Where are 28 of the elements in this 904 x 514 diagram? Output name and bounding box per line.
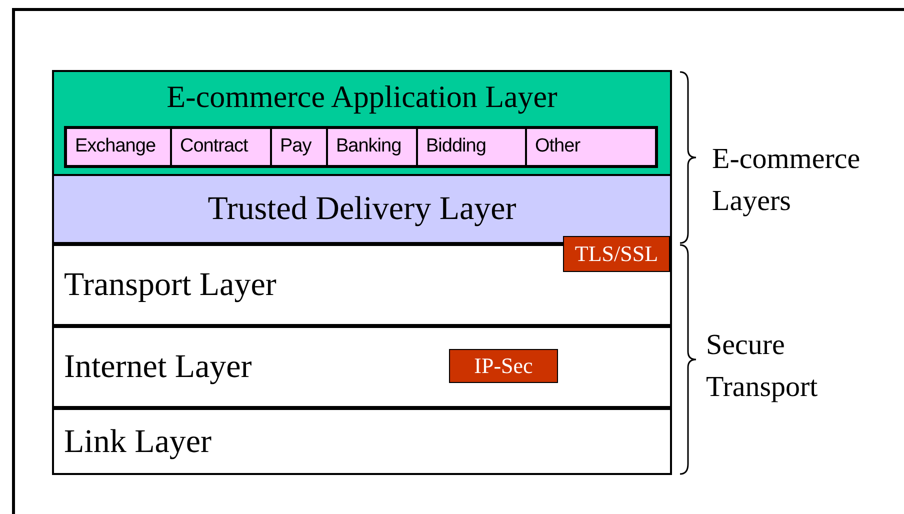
protocol-name: Bidding <box>426 136 486 158</box>
protocol-cell <box>418 126 527 168</box>
group-label: E-commerce Layers <box>712 142 862 220</box>
protocol-name: Exchange <box>75 136 156 158</box>
protocol-cell <box>328 126 418 168</box>
protocol-tag <box>563 236 670 272</box>
layer-name: Internet Layer <box>64 348 252 386</box>
layer-band <box>52 174 672 244</box>
protocol-name: Other <box>535 136 580 158</box>
protocol-name: Pay <box>280 136 312 158</box>
protocol-name: TLS/SSL <box>574 242 660 266</box>
protocol-cell <box>527 126 658 168</box>
layer-band <box>52 244 672 326</box>
layer-name: Trusted Delivery Layer <box>206 190 518 228</box>
layer-band <box>52 408 672 475</box>
protocol-name: Banking <box>336 136 402 158</box>
layer-name: E-commerce Application Layer <box>166 80 558 114</box>
group-label: Secure Transport <box>706 328 819 406</box>
protocol-name: IP-Sec <box>473 354 534 378</box>
protocol-name: Contract <box>180 136 248 158</box>
layer-name: Transport Layer <box>64 266 276 304</box>
protocol-cell <box>172 126 272 168</box>
layer-band <box>52 70 672 176</box>
protocol-tag <box>449 349 558 383</box>
protocol-cell <box>64 126 172 168</box>
layer-name: Link Layer <box>64 423 212 460</box>
protocol-cell <box>272 126 328 168</box>
layer-band <box>52 326 672 408</box>
